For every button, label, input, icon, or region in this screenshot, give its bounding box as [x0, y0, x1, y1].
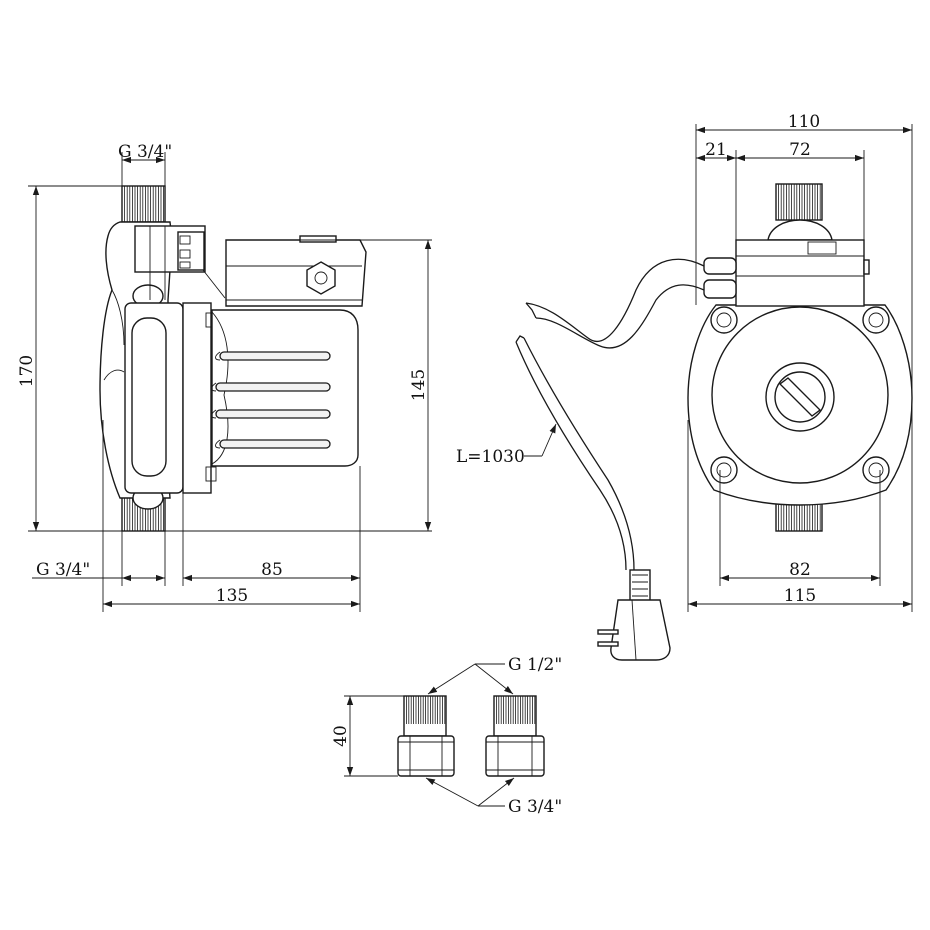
- power-cable: [515, 258, 705, 571]
- adapter-left: [397, 695, 455, 777]
- front-rotor-slot: [778, 377, 822, 417]
- side-dimensions: [28, 152, 432, 612]
- side-inlet-thread-label: G 3/4": [118, 142, 172, 162]
- power-plug: [597, 569, 671, 661]
- side-height-total-label: 170: [17, 355, 37, 387]
- side-terminal-box: [225, 235, 367, 307]
- front-top-pipe-thread: [767, 183, 833, 241]
- adapter-right: [485, 695, 545, 777]
- front-mounting-holes: [710, 306, 890, 484]
- front-width-top-label: 110: [788, 112, 820, 132]
- side-height-motor-label: 145: [409, 369, 429, 401]
- front-width-flange-label: 82: [789, 560, 811, 580]
- front-dimensions: [524, 124, 913, 612]
- adapter-bottom-thread-label: G 3/4": [508, 797, 562, 817]
- side-terminal-block: [134, 225, 226, 300]
- adapter-fittings: G 1/2" G 3/4" 40: [331, 655, 562, 817]
- front-width-box-label: 72: [789, 140, 811, 160]
- front-cable-gland: [703, 256, 737, 300]
- front-view: 110 21 72 82 115 L=1030: [456, 112, 913, 661]
- side-width-total-label: 135: [216, 586, 248, 606]
- side-width-motor-label: 85: [261, 560, 283, 580]
- front-offset-box-label: 21: [705, 140, 727, 160]
- adapter-dimensions: [344, 663, 515, 807]
- side-motor-ribs: [211, 351, 331, 449]
- front-terminal-box: [735, 239, 870, 307]
- side-outlet-thread-label: G 3/4": [36, 560, 90, 580]
- side-top-pipe-thread: [121, 185, 166, 223]
- front-width-body-label: 115: [784, 586, 816, 606]
- side-hex-nut: [306, 261, 336, 295]
- adapter-height-label: 40: [331, 725, 351, 747]
- cable-length-label: L=1030: [456, 447, 525, 467]
- side-flange-window: [131, 317, 167, 477]
- side-view: G 3/4" G 3/4" 170 145 85 135: [17, 142, 432, 612]
- adapter-top-thread-label: G 1/2": [508, 655, 562, 675]
